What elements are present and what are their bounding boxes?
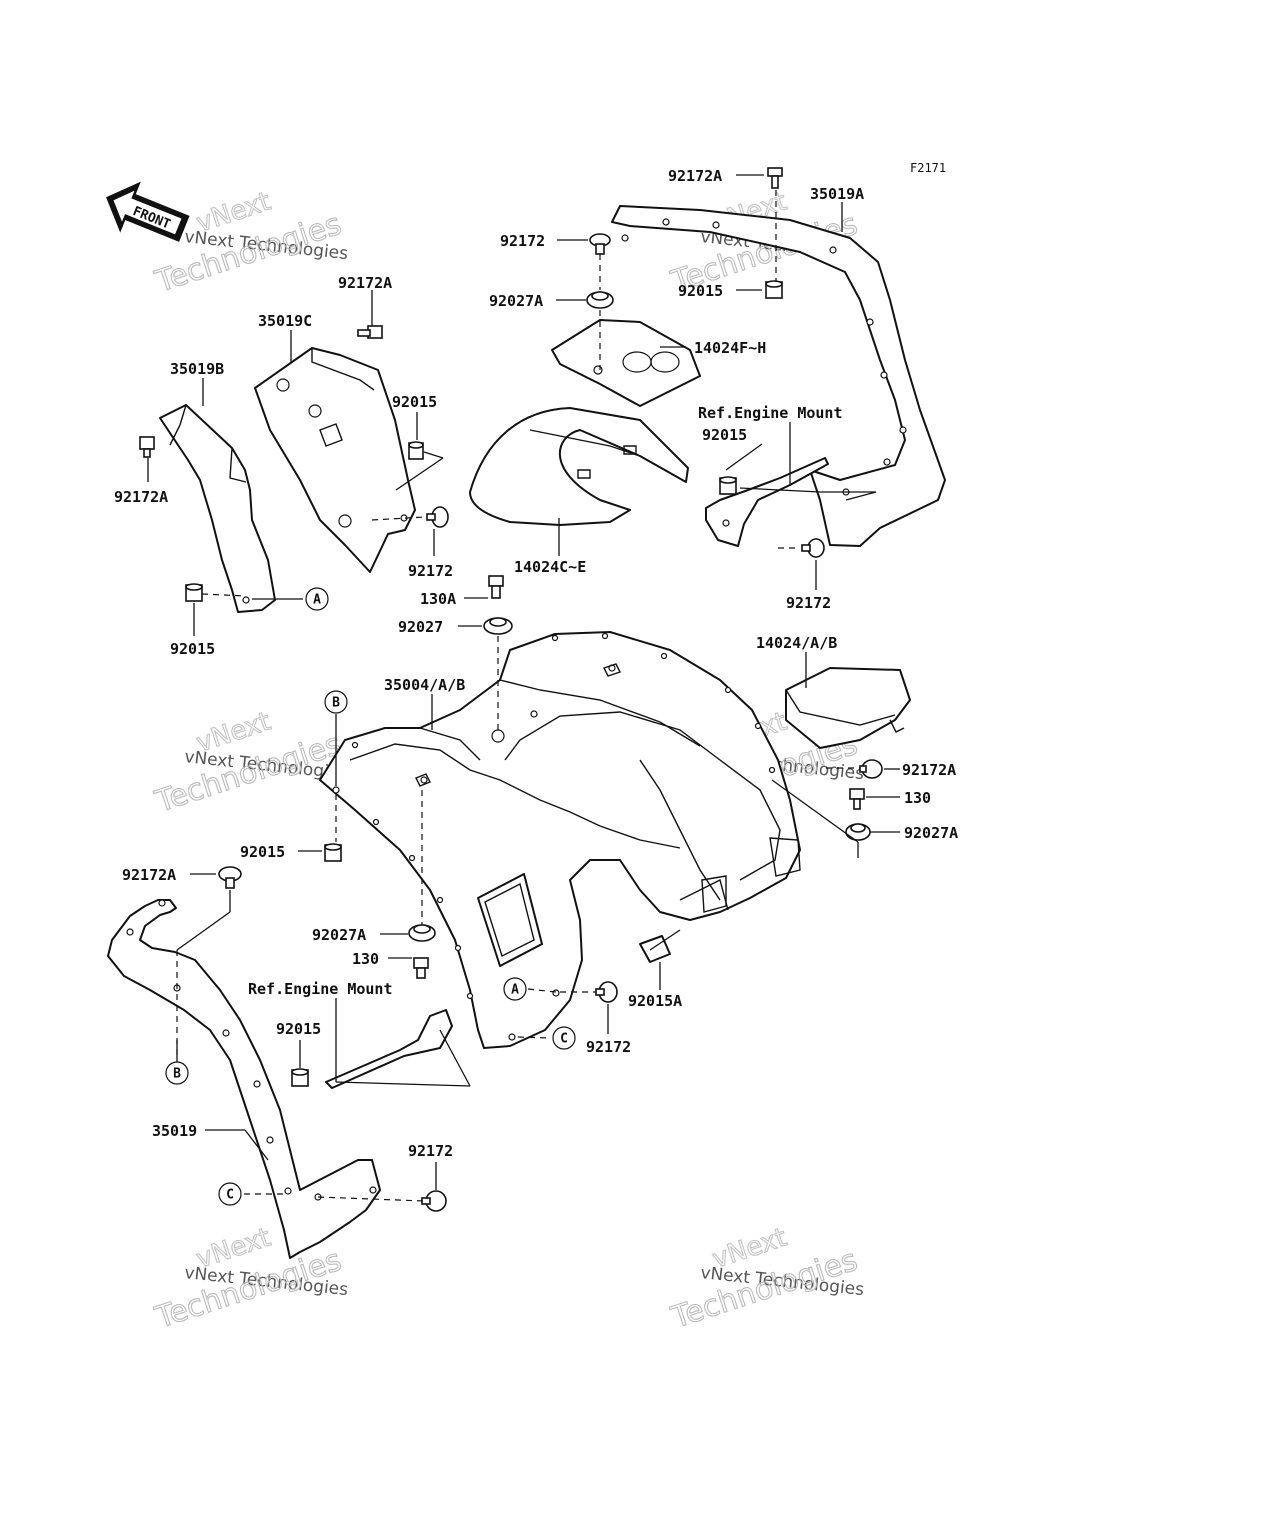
callout-B: B xyxy=(324,690,348,714)
part-label: 92015 xyxy=(392,393,437,411)
svg-text:B: B xyxy=(173,1067,181,1082)
engine-mount-bracket-bottom xyxy=(325,1009,453,1089)
part-label: 92015 xyxy=(170,640,215,658)
bolt-icon xyxy=(488,575,504,599)
part-label: Ref.Engine Mount xyxy=(698,404,843,422)
callout-C: C xyxy=(552,1026,576,1050)
svg-text:A: A xyxy=(313,593,321,608)
part-label: 130A xyxy=(420,590,456,608)
callouts: A B A C B C xyxy=(165,587,576,1206)
grommet-icon xyxy=(845,823,871,841)
part-label: 92015 xyxy=(702,426,747,444)
callout-A: A xyxy=(305,587,329,611)
grommet-icon xyxy=(586,291,614,309)
part-label: 92015 xyxy=(678,282,723,300)
part-label: 92172 xyxy=(408,1142,453,1160)
part-label: 92027A xyxy=(904,824,958,842)
bolt-icon xyxy=(218,866,242,889)
nut-icon xyxy=(185,583,203,602)
nut-icon xyxy=(765,280,783,299)
part-label: 92015 xyxy=(240,843,285,861)
part-35019C-panel xyxy=(254,347,416,573)
grommet-icon xyxy=(408,924,436,942)
part-label: Ref.Engine Mount xyxy=(248,980,393,998)
part-label: 92172 xyxy=(586,1038,631,1056)
part-14024FH-plate xyxy=(551,319,701,407)
part-label: 92027 xyxy=(398,618,443,636)
part-label: 35004/A/B xyxy=(384,676,465,694)
front-arrow-icon: FRONT xyxy=(106,181,190,242)
svg-text:A: A xyxy=(511,983,519,998)
figure-code: F2171 xyxy=(910,161,946,175)
part-14024AB-box xyxy=(785,667,911,749)
callout-C: C xyxy=(218,1182,242,1206)
watermark-top-left: vNext vNext Technologies Technologies xyxy=(150,186,349,300)
bolt-icon xyxy=(421,1190,447,1212)
nut-icon xyxy=(324,843,342,862)
part-label: 92027A xyxy=(312,926,366,944)
watermark-bottom-right: vNext vNext Technologies Technologies xyxy=(666,1222,865,1336)
part-label: 92172A xyxy=(114,488,168,506)
callout-B: B xyxy=(165,1061,189,1085)
svg-text:B: B xyxy=(332,696,340,711)
part-label: 92172 xyxy=(786,594,831,612)
callout-A: A xyxy=(503,977,527,1001)
engine-mount-bracket-top xyxy=(705,457,829,547)
part-label: 130 xyxy=(352,950,379,968)
bolt-icon xyxy=(849,788,865,810)
grommet-icon xyxy=(483,617,513,635)
bolt-icon xyxy=(801,538,825,558)
part-label: 92172A xyxy=(902,761,956,779)
part-label: 92015A xyxy=(628,992,682,1010)
part-label: 14024F~H xyxy=(694,339,766,357)
part-label: 92172A xyxy=(668,167,722,185)
hole-marker xyxy=(242,596,250,604)
part-label: 92172A xyxy=(338,274,392,292)
part-label: 14024C~E xyxy=(514,558,586,576)
part-labels: 92172A 35019A 92172 92027A 92015 14024F~… xyxy=(114,167,958,1160)
part-label: 35019B xyxy=(170,360,224,378)
bolt-icon xyxy=(426,506,449,528)
part-label: 130 xyxy=(904,789,931,807)
fasteners xyxy=(139,167,883,1212)
bolt-icon xyxy=(767,167,783,189)
part-label: 35019 xyxy=(152,1122,197,1140)
nut-icon xyxy=(408,441,424,460)
svg-text:C: C xyxy=(226,1188,234,1203)
bolt-icon xyxy=(589,233,611,255)
part-label: 92172A xyxy=(122,866,176,884)
nut-icon xyxy=(719,476,737,495)
part-label: 92172 xyxy=(408,562,453,580)
part-14024CE-cover xyxy=(469,407,689,526)
part-92015A-clip xyxy=(639,935,671,963)
part-label: 35019A xyxy=(810,185,864,203)
watermark-mid-left: vNext vNext Technologies Technologies xyxy=(150,706,349,820)
part-label: 35019C xyxy=(258,312,312,330)
part-35004AB-main-fender xyxy=(319,631,801,1049)
bolt-icon xyxy=(139,436,155,458)
nut-icon xyxy=(291,1068,309,1087)
bolt-icon xyxy=(413,957,429,979)
bolt-icon xyxy=(357,325,383,339)
part-label: 92027A xyxy=(489,292,543,310)
bolt-icon xyxy=(595,981,618,1003)
svg-text:C: C xyxy=(560,1032,568,1047)
part-35019B-panel xyxy=(159,404,276,613)
bolt-icon xyxy=(859,759,883,779)
leader-lines xyxy=(147,174,900,1202)
part-label: 92172 xyxy=(500,232,545,250)
part-label: 14024/A/B xyxy=(756,634,837,652)
part-label: 92015 xyxy=(276,1020,321,1038)
